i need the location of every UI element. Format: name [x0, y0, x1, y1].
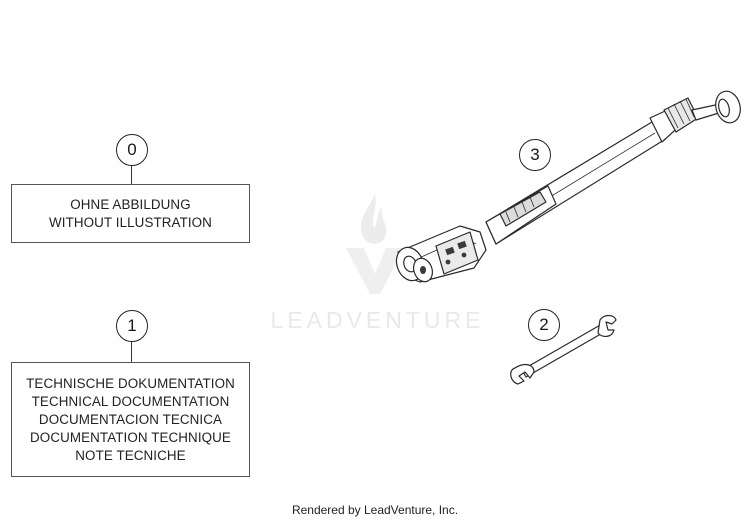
callout-3[interactable]: 3 — [519, 139, 551, 171]
label-line: NOTE TECNICHE — [75, 447, 186, 463]
leader-line-1 — [131, 342, 132, 362]
callout-number: 3 — [530, 145, 540, 164]
torque-wrench-drawing[interactable] — [392, 88, 744, 284]
label-line: DOCUMENTACION TECNICA — [38, 411, 223, 427]
footer-credit: Rendered by LeadVenture, Inc. — [291, 503, 459, 517]
callout-1[interactable]: 1 — [116, 310, 148, 342]
label-line: TECHNICAL DOCUMENTATION — [31, 393, 230, 409]
leadventure-logo-watermark — [346, 194, 404, 294]
label-box-without-illustration: OHNE ABBILDUNG WITHOUT ILLUSTRATION — [11, 184, 250, 243]
watermark-text: LEADVENTURE — [270, 307, 485, 333]
callout-number: 1 — [127, 316, 137, 335]
label-line: TECHNISCHE DOKUMENTATION — [26, 375, 235, 391]
label-box-technical-documentation: TECHNISCHE DOKUMENTATION TECHNICAL DOCUM… — [11, 362, 250, 477]
leader-line-0 — [131, 166, 132, 184]
label-line: OHNE ABBILDUNG — [70, 196, 191, 212]
open-end-wrench-drawing[interactable] — [510, 314, 617, 385]
callout-0[interactable]: 0 — [116, 134, 148, 166]
callout-number: 2 — [539, 315, 549, 334]
label-line: WITHOUT ILLUSTRATION — [49, 214, 212, 230]
callout-number: 0 — [127, 140, 137, 159]
label-line: DOCUMENTATION TECHNIQUE — [30, 429, 231, 445]
callout-2[interactable]: 2 — [528, 309, 560, 341]
